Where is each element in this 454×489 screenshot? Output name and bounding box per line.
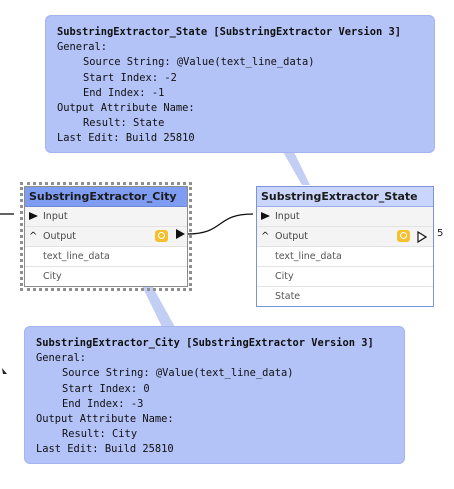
output-port[interactable]: ^ Output xyxy=(25,227,187,247)
annotation-pointer-arrow xyxy=(2,368,7,374)
annotation-state[interactable]: SubstringExtractor_State [SubstringExtra… xyxy=(45,15,435,153)
output-port-label: Output xyxy=(43,231,76,242)
collapse-caret-icon[interactable]: ^ xyxy=(261,231,270,242)
annotation-line: Source String: @Value(text_line_data) xyxy=(62,367,294,380)
annotation-title: SubstringExtractor_City [SubstringExtrac… xyxy=(36,337,374,349)
annotation-line: Result: State xyxy=(83,117,165,130)
attribute-row[interactable]: text_line_data xyxy=(25,247,187,267)
annotation-title: SubstringExtractor_State [SubstringExtra… xyxy=(57,26,402,38)
output-arrow-icon[interactable] xyxy=(176,229,185,239)
attribute-row[interactable]: City xyxy=(257,267,433,287)
annotation-line: Last Edit: Build 25810 xyxy=(57,132,195,145)
inspect-icon[interactable] xyxy=(397,230,410,242)
annotation-city[interactable]: SubstringExtractor_City [SubstringExtrac… xyxy=(24,326,405,464)
attribute-label: text_line_data xyxy=(43,251,110,262)
annotation-line: Result: City xyxy=(62,428,138,441)
input-port[interactable]: Input xyxy=(25,207,187,227)
output-port-label: Output xyxy=(275,231,308,242)
connection-line-city-to-state xyxy=(186,213,254,235)
annotation-line: Source String: @Value(text_line_data) xyxy=(83,56,315,69)
annotation-line: General: xyxy=(36,352,87,365)
annotation-line: Output Attribute Name: xyxy=(36,413,174,426)
annotation-tether-city xyxy=(140,282,175,327)
annotation-line: End Index: -1 xyxy=(83,86,165,99)
input-arrow-icon xyxy=(29,212,38,220)
annotation-tether-state xyxy=(283,152,310,185)
annotation-line: End Index: -3 xyxy=(62,397,144,410)
collapse-caret-icon[interactable]: ^ xyxy=(29,231,38,242)
input-port-label: Input xyxy=(43,211,68,222)
output-arrow-icon[interactable] xyxy=(417,231,427,243)
attribute-label: City xyxy=(275,271,294,282)
annotation-line: Last Edit: Build 25810 xyxy=(36,443,174,456)
inspect-icon[interactable] xyxy=(155,230,168,242)
input-arrow-icon xyxy=(261,212,270,220)
transformer-node-city[interactable]: SubstringExtractor_City Input ^ Output t… xyxy=(20,182,192,291)
feature-count-label: 5 xyxy=(437,228,444,239)
annotation-line: Start Index: -2 xyxy=(83,71,177,84)
input-port-label: Input xyxy=(275,211,300,222)
annotation-line: General: xyxy=(57,41,108,54)
annotation-line: Output Attribute Name: xyxy=(57,102,195,115)
attribute-row[interactable]: text_line_data xyxy=(257,247,433,267)
attribute-row[interactable]: State xyxy=(257,287,433,306)
output-port[interactable]: ^ Output xyxy=(257,227,433,247)
attribute-row[interactable]: City xyxy=(25,267,187,286)
attribute-label: text_line_data xyxy=(275,251,342,262)
transformer-node-state[interactable]: SubstringExtractor_State Input ^ Output … xyxy=(256,186,434,307)
attribute-label: City xyxy=(43,271,62,282)
input-port[interactable]: Input xyxy=(257,207,433,227)
node-title[interactable]: SubstringExtractor_City xyxy=(25,187,187,207)
attribute-label: State xyxy=(275,291,301,302)
node-title[interactable]: SubstringExtractor_State xyxy=(257,187,433,207)
annotation-line: Start Index: 0 xyxy=(62,382,150,395)
